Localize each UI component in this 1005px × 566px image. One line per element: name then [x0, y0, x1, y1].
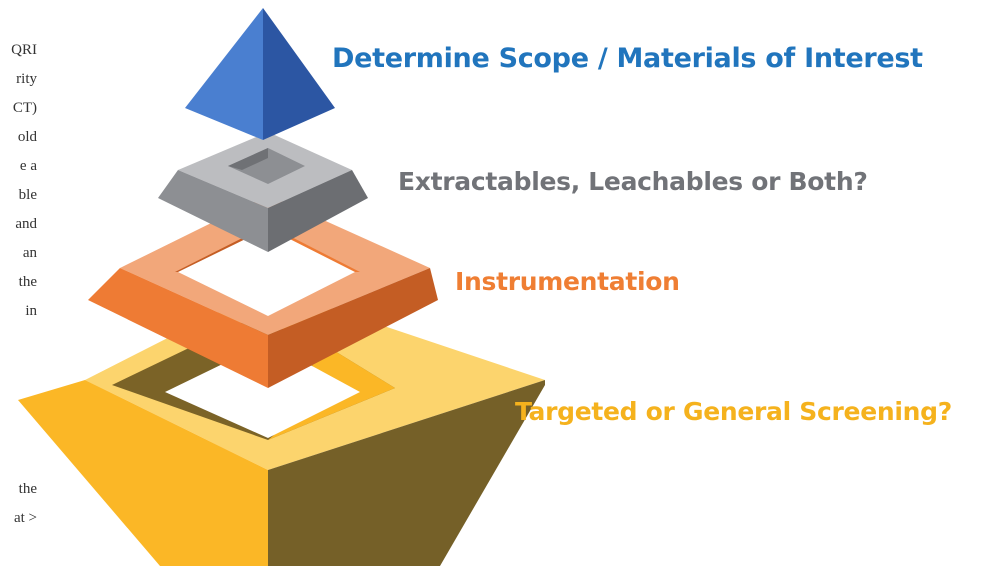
edge-text-line: the	[18, 481, 37, 497]
orange-front-face	[88, 268, 268, 388]
level-1-blue-apex	[185, 8, 335, 140]
level-2-gray-frame	[158, 132, 368, 252]
yellow-front-face	[18, 380, 268, 566]
left-edge-text-lower: the at >	[0, 475, 37, 533]
apex-right-face	[263, 8, 335, 140]
level-4-yellow-frame	[18, 287, 545, 566]
level-1-label: Determine Scope / Materials of Interest	[332, 43, 923, 74]
gray-front-face	[158, 170, 268, 252]
edge-text-line: and	[15, 216, 37, 232]
edge-text-line: at >	[13, 510, 37, 526]
edge-text-line: rity	[16, 71, 37, 87]
edge-text-line: an	[22, 245, 37, 261]
left-edge-text-upper: QRI rity CT) old e a ble and an the in	[0, 36, 37, 326]
gray-right-face	[268, 170, 368, 252]
apex-left-face	[185, 8, 263, 140]
edge-text-line: QRI	[11, 42, 37, 58]
edge-text-line: old	[17, 129, 37, 145]
yellow-hole	[165, 342, 360, 438]
edge-text-line: ble	[18, 187, 37, 203]
edge-text-line: CT)	[12, 100, 37, 116]
yellow-right-face	[268, 380, 545, 566]
gray-hole-shadow	[228, 148, 268, 170]
level-4-label: Targeted or General Screening?	[515, 397, 952, 426]
level-2-label: Extractables, Leachables or Both?	[398, 167, 868, 196]
edge-text-line: the	[18, 274, 37, 290]
edge-text-line: in	[25, 303, 37, 319]
orange-hole	[178, 228, 355, 316]
edge-text-line: e a	[19, 158, 37, 174]
orange-right-face	[268, 268, 438, 388]
gray-hole	[228, 148, 305, 184]
level-3-label: Instrumentation	[455, 267, 680, 296]
